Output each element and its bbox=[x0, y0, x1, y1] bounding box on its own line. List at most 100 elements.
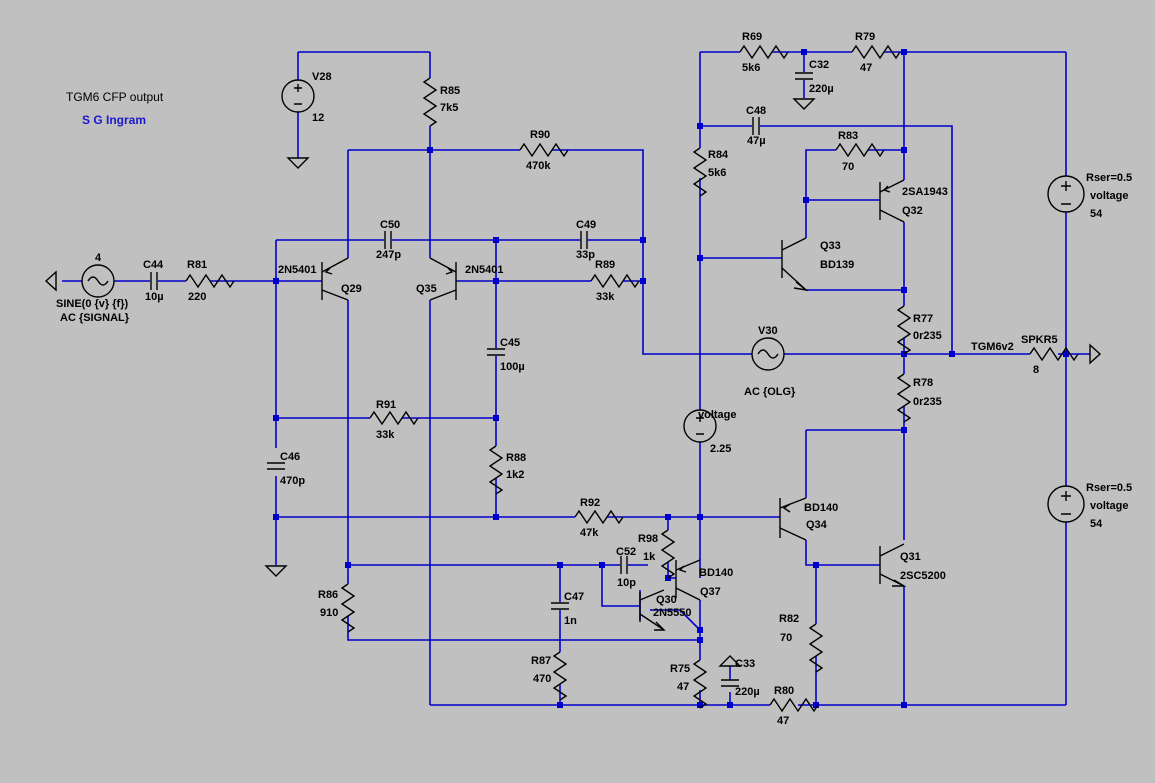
c49-name: C49 bbox=[576, 219, 596, 231]
transistor-q30 bbox=[639, 589, 666, 631]
r80-name: R80 bbox=[774, 685, 794, 697]
v30-value: AC {OLG} bbox=[744, 386, 796, 398]
wires bbox=[62, 51, 1090, 706]
supply-top-rser: Rser=0.5 bbox=[1086, 172, 1132, 184]
output-port bbox=[1089, 343, 1102, 365]
c44-value: 10µ bbox=[145, 291, 164, 303]
r79-name: R79 bbox=[855, 31, 875, 43]
r81-name: R81 bbox=[187, 259, 207, 271]
grounds bbox=[264, 98, 816, 667]
resistor-r75 bbox=[693, 659, 707, 709]
voltage-source-supply-top bbox=[1047, 175, 1085, 213]
r77-value: 0r235 bbox=[913, 330, 942, 342]
r82-value: 70 bbox=[780, 632, 792, 644]
voltage-source-supply-bottom bbox=[1047, 485, 1085, 523]
resistor-r82 bbox=[809, 623, 823, 673]
supply-top-value: 54 bbox=[1090, 208, 1103, 220]
c46-value: 470p bbox=[280, 475, 305, 487]
ground-v28 bbox=[286, 157, 310, 169]
v30-name: V30 bbox=[758, 325, 778, 337]
resistor-spkr5 bbox=[1029, 347, 1079, 361]
q30-type: 2N5550 bbox=[653, 607, 692, 619]
supply-bottom-rser: Rser=0.5 bbox=[1086, 482, 1132, 494]
capacitor-c46 bbox=[267, 462, 285, 470]
resistor-r89 bbox=[590, 274, 640, 288]
r91-name: R91 bbox=[376, 399, 396, 411]
resistor-r83 bbox=[835, 143, 885, 157]
resistor-r91 bbox=[369, 411, 419, 425]
r83-value: 70 bbox=[842, 161, 854, 173]
c32-name: C32 bbox=[809, 59, 829, 71]
supply-top-name: voltage bbox=[1090, 190, 1129, 202]
c33-name: C33 bbox=[735, 658, 755, 670]
resistor-r81 bbox=[185, 274, 235, 288]
r98-name: R98 bbox=[638, 533, 658, 545]
author: S G Ingram bbox=[82, 113, 146, 127]
q29-name: Q29 bbox=[341, 283, 362, 295]
bias-source-name: voltage bbox=[698, 409, 737, 421]
r77-name: R77 bbox=[913, 313, 933, 325]
c50-value: 247p bbox=[376, 249, 401, 261]
r82-name: R82 bbox=[779, 613, 799, 625]
resistor-r69 bbox=[739, 45, 789, 59]
q32-type: 2SA1943 bbox=[902, 186, 948, 198]
labels: TGM6 CFP output S G Ingram 4 SINE(0 {v} … bbox=[56, 31, 1132, 727]
r78-value: 0r235 bbox=[913, 396, 942, 408]
c47-name: C47 bbox=[564, 591, 584, 603]
c50-name: C50 bbox=[380, 219, 400, 231]
r84-name: R84 bbox=[708, 149, 729, 161]
r92-name: R92 bbox=[580, 497, 600, 509]
r92-value: 47k bbox=[580, 527, 599, 539]
c48-name: C48 bbox=[746, 105, 766, 117]
voltage-source-bias bbox=[683, 409, 717, 443]
bias-source-value: 2.25 bbox=[710, 443, 731, 455]
c45-name: C45 bbox=[500, 337, 520, 349]
v28-name: V28 bbox=[312, 71, 332, 83]
voltage-source-v30 bbox=[751, 337, 785, 371]
c52-name: C52 bbox=[616, 546, 636, 558]
resistor-r88 bbox=[489, 445, 503, 495]
resistor-r90 bbox=[519, 143, 569, 157]
c44-name: C44 bbox=[143, 259, 164, 271]
r80-value: 47 bbox=[777, 715, 789, 727]
resistor-r80 bbox=[769, 698, 819, 712]
supply-bottom-value: 54 bbox=[1090, 518, 1103, 530]
c32-value: 220µ bbox=[809, 83, 834, 95]
transistor-q31 bbox=[879, 543, 907, 587]
transistor-q34 bbox=[779, 497, 807, 541]
spkr-name: SPKR5 bbox=[1021, 334, 1058, 346]
sources bbox=[44, 79, 1102, 523]
r69-value: 5k6 bbox=[742, 62, 760, 74]
r90-value: 470k bbox=[526, 160, 551, 172]
r85-name: R85 bbox=[440, 85, 460, 97]
r98-value: 1k bbox=[643, 551, 656, 563]
voltage-source-v28 bbox=[281, 79, 315, 113]
r89-value: 33k bbox=[596, 291, 615, 303]
resistor-r85 bbox=[423, 77, 437, 127]
capacitor-c44 bbox=[150, 272, 158, 290]
r78-name: R78 bbox=[913, 377, 933, 389]
q35-name: Q35 bbox=[416, 283, 437, 295]
q37-type: BD140 bbox=[699, 567, 733, 579]
q35-type: 2N5401 bbox=[465, 264, 504, 276]
supply-bottom-name: voltage bbox=[1090, 500, 1129, 512]
src-ac-label: AC {SIGNAL} bbox=[60, 312, 130, 324]
transistor-q33 bbox=[781, 237, 809, 292]
q30-name: Q30 bbox=[656, 594, 677, 606]
r86-name: R86 bbox=[318, 589, 338, 601]
capacitor-c45 bbox=[487, 348, 505, 356]
r81-value: 220 bbox=[188, 291, 206, 303]
resistor-r92 bbox=[574, 510, 624, 524]
src-sine-label: SINE(0 {v} {f}) bbox=[56, 298, 128, 310]
v28-value: 12 bbox=[312, 112, 324, 124]
signal-source bbox=[44, 264, 115, 298]
q31-name: Q31 bbox=[900, 551, 921, 563]
q31-type: 2SC5200 bbox=[900, 570, 946, 582]
r85-value: 7k5 bbox=[440, 102, 458, 114]
r79-value: 47 bbox=[860, 62, 872, 74]
q33-type: BD139 bbox=[820, 259, 854, 271]
c33-value: 220µ bbox=[735, 686, 760, 698]
transistors bbox=[321, 179, 907, 631]
capacitor-c32 bbox=[795, 72, 813, 80]
